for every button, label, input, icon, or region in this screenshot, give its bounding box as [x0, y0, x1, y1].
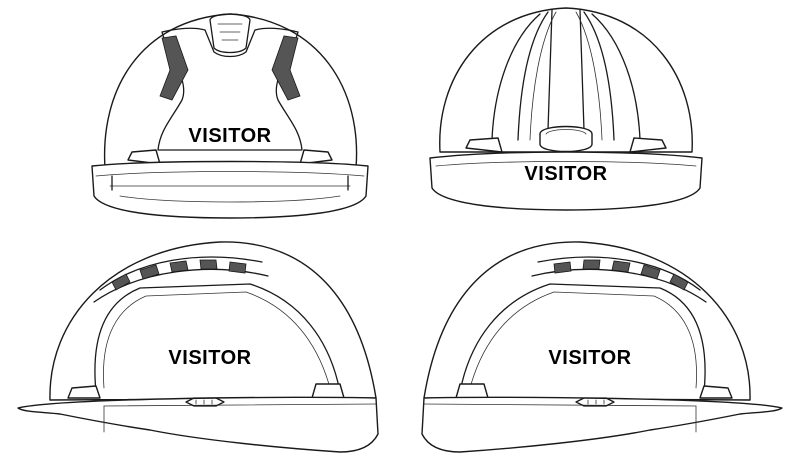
visitor-label-left-side: VISITOR [168, 347, 251, 369]
visitor-label-rear: VISITOR [524, 163, 607, 185]
helmet-left-side-view: VISITOR [17, 241, 379, 453]
helmet-right-side-view: VISITOR [421, 241, 783, 453]
visitor-label-right-side: VISITOR [548, 347, 631, 369]
helmet-front-view: VISITOR [91, 13, 369, 219]
helmet-rear-view: VISITOR [429, 7, 703, 211]
visitor-label-front: VISITOR [188, 125, 271, 147]
